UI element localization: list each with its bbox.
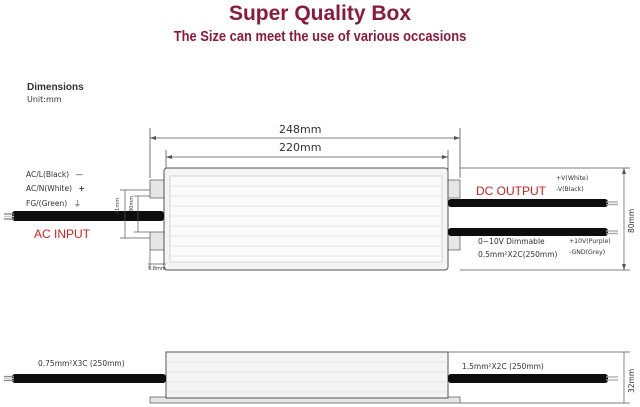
height-30-label: 30mm — [129, 195, 135, 212]
output-wire-plus-v: +V(White) — [556, 175, 589, 182]
input-wire-2: AC/N(White) + — [26, 184, 85, 193]
dim-wire-gnd: -GND(Grey) — [569, 249, 606, 256]
side-view-cables — [4, 374, 618, 383]
minus-icon: — — [75, 170, 83, 179]
ac-input-heading: AC INPUT — [34, 227, 91, 241]
top-view-housing — [149, 167, 461, 271]
wire-label: AC/L(Black) — [26, 170, 70, 179]
input-wire-1: AC/L(Black) — — [26, 170, 83, 179]
wire-label: FG/(Green) — [26, 199, 68, 208]
wire-label: AC/N(White) — [26, 184, 73, 193]
height-41-label: 41mm — [115, 197, 121, 214]
thickness-label: 32mm — [627, 368, 636, 393]
page-title: Super Quality Box — [228, 2, 412, 25]
dim-wire-plus: +10V(Purple) — [569, 238, 611, 245]
plus-icon: + — [78, 184, 85, 193]
height-80-label: 80mm — [627, 208, 636, 233]
body-length-label: 220mm — [279, 141, 322, 154]
side-view-housing — [149, 351, 461, 404]
dimmable-label: 0~10V Dimmable — [478, 237, 545, 246]
dimensions-heading: Dimensions — [27, 82, 84, 93]
total-length-label: 248mm — [279, 123, 322, 136]
tab-width-label: 9.8mm — [148, 266, 166, 272]
dc-output-heading: DC OUTPUT — [476, 184, 546, 198]
page-subtitle: The Size can meet the use of various occ… — [173, 28, 467, 45]
ground-icon: ⏚ — [73, 199, 82, 208]
side-output-cable-spec: 1.5mm²X2C (250mm) — [462, 362, 544, 371]
output-cable-spec: 0.5mm²X2C(250mm) — [478, 250, 558, 259]
output-wire-minus-v: -V(Black) — [556, 186, 584, 193]
top-view-cables — [4, 199, 618, 236]
input-cable-spec: 0.75mm²X3C (250mm) — [38, 359, 125, 368]
unit-label: Unit:mm — [27, 95, 62, 104]
input-wire-3: FG/(Green) ⏚ — [26, 198, 81, 209]
